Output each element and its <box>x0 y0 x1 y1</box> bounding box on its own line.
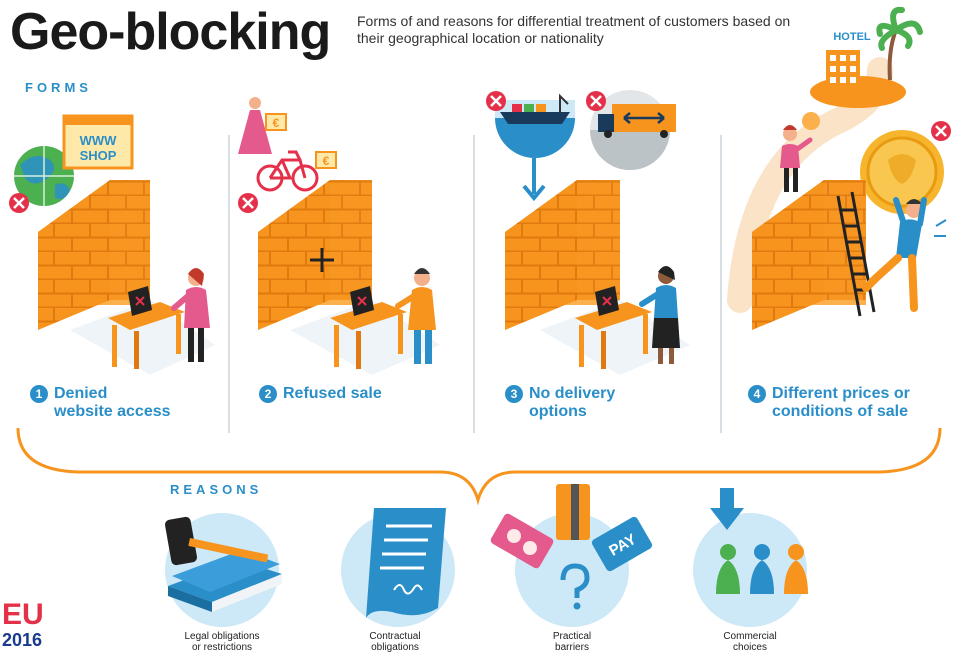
form-2-number: 2 <box>259 385 277 403</box>
blocked-x-icon <box>238 193 258 213</box>
euro-tag-text: € <box>323 154 330 168</box>
form-3-number: 3 <box>505 385 523 403</box>
coins-card-icon <box>490 513 554 569</box>
reason-2-line2: obligations <box>371 642 419 653</box>
form-2-illustration: € € <box>238 97 440 375</box>
brick-wall <box>38 180 150 330</box>
reason-3-illustration: PAY <box>490 484 653 627</box>
form-1-illustration: WWW SHOP <box>9 114 215 375</box>
column-divider <box>228 135 230 433</box>
reason-4-line1: Commercial <box>723 631 777 642</box>
www-shop-sign-icon: WWW SHOP <box>62 114 134 170</box>
question-mark-icon <box>560 563 590 610</box>
down-arrow-icon <box>522 158 546 202</box>
form-2-line1: Refused sale <box>283 385 382 402</box>
desk-with-laptop <box>108 286 185 369</box>
blocked-x-icon <box>931 121 951 141</box>
column-divider <box>720 135 722 433</box>
cargo-ship-icon <box>495 93 575 158</box>
logo-year-text: 2016 <box>2 630 43 650</box>
reason-4-illustration <box>693 488 808 627</box>
payment-card-icon <box>556 484 590 540</box>
game-pieces-icon <box>716 544 808 594</box>
shop-text: SHOP <box>80 148 117 163</box>
page-subtitle: Forms of and reasons for differential tr… <box>357 13 791 46</box>
brick-wall <box>258 180 372 330</box>
reason-2-line1: Contractual <box>369 631 421 642</box>
form-1-caption: 1 Denied website access <box>30 385 171 421</box>
form-4-line1: Different prices or <box>772 385 910 402</box>
reason-4-line2: choices <box>733 642 767 653</box>
contract-document-icon <box>366 508 446 618</box>
coin-icon <box>802 112 944 214</box>
person-figure <box>171 268 210 362</box>
page-title: Geo-blocking <box>10 3 331 61</box>
form-3-illustration <box>486 90 690 375</box>
reason-4-caption: Commercial choices <box>680 631 820 653</box>
reason-3-line2: barriers <box>555 642 589 653</box>
www-text: WWW <box>80 133 118 148</box>
column-divider <box>473 135 475 433</box>
forms-section-label: FORMS <box>25 80 92 95</box>
form-4-caption: 4 Different prices or conditions of sale <box>748 385 910 421</box>
form-3-caption: 3 No delivery options <box>505 385 615 421</box>
euro-tag-text: € <box>273 116 280 130</box>
form-3-line1: No delivery <box>529 385 616 402</box>
form-1-line2: website access <box>54 403 171 420</box>
person-figure <box>862 197 947 312</box>
forms-to-reasons-bracket <box>16 427 942 506</box>
reason-1-line2: or restrictions <box>191 642 252 653</box>
blocked-x-icon <box>486 91 506 111</box>
reason-2-caption: Contractual obligations <box>325 631 465 653</box>
blocked-x-icon <box>9 193 29 213</box>
reason-3-caption: Practical barriers <box>502 631 642 653</box>
form-4-line2: conditions of sale <box>772 403 909 420</box>
reason-1-line1: Legal obligations <box>184 631 260 642</box>
form-1-line1: Denied <box>54 385 108 402</box>
form-4-illustration: HOTEL <box>727 6 951 330</box>
form-4-number: 4 <box>748 385 766 403</box>
gavel-icon <box>164 516 269 566</box>
law-book-icon <box>168 550 282 612</box>
hotel-island-icon: HOTEL <box>810 6 923 108</box>
brick-wall <box>505 180 620 330</box>
form-3-line2: options <box>529 403 587 420</box>
form-1-number: 1 <box>30 385 48 403</box>
person-figure <box>639 266 680 364</box>
reason-1-caption: Legal obligations or restrictions <box>152 631 292 653</box>
pay-tag-icon: PAY <box>591 516 653 572</box>
eu-2016-logo: EU 2016 <box>2 598 52 651</box>
desk-with-laptop <box>575 286 652 369</box>
hotel-text: HOTEL <box>833 31 871 43</box>
ladder-icon <box>836 191 876 317</box>
person-figure <box>780 125 813 192</box>
reason-1-illustration <box>164 513 282 627</box>
form-2-caption: 2 Refused sale <box>259 385 382 403</box>
reason-3-line1: Practical <box>552 631 592 642</box>
logo-eu-text: EU <box>2 598 44 631</box>
reason-2-illustration <box>341 508 455 627</box>
desk-with-laptop <box>330 286 407 369</box>
dress-price-icon: € <box>238 97 287 154</box>
reasons-section-label: REASONS <box>170 482 263 497</box>
bicycle-price-icon: € <box>256 150 337 192</box>
delivery-truck-icon <box>590 90 676 170</box>
blocked-x-icon <box>586 91 606 111</box>
globe-icon <box>14 146 74 206</box>
down-arrow-icon <box>710 488 744 530</box>
person-figure <box>395 268 436 364</box>
